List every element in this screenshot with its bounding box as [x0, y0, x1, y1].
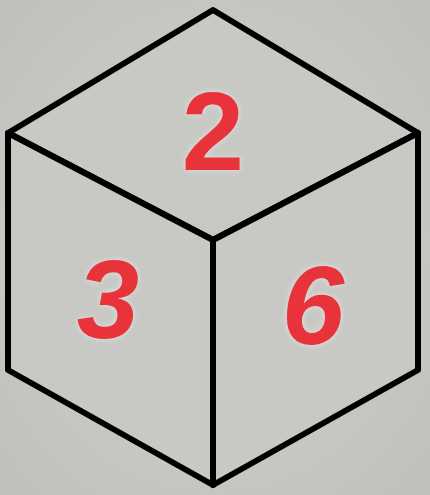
- face-number: 2: [182, 76, 244, 188]
- face-polygon: [8, 133, 213, 485]
- face-number: 3: [77, 244, 139, 356]
- face-number: 6: [282, 250, 344, 362]
- face-polygon: [213, 133, 418, 485]
